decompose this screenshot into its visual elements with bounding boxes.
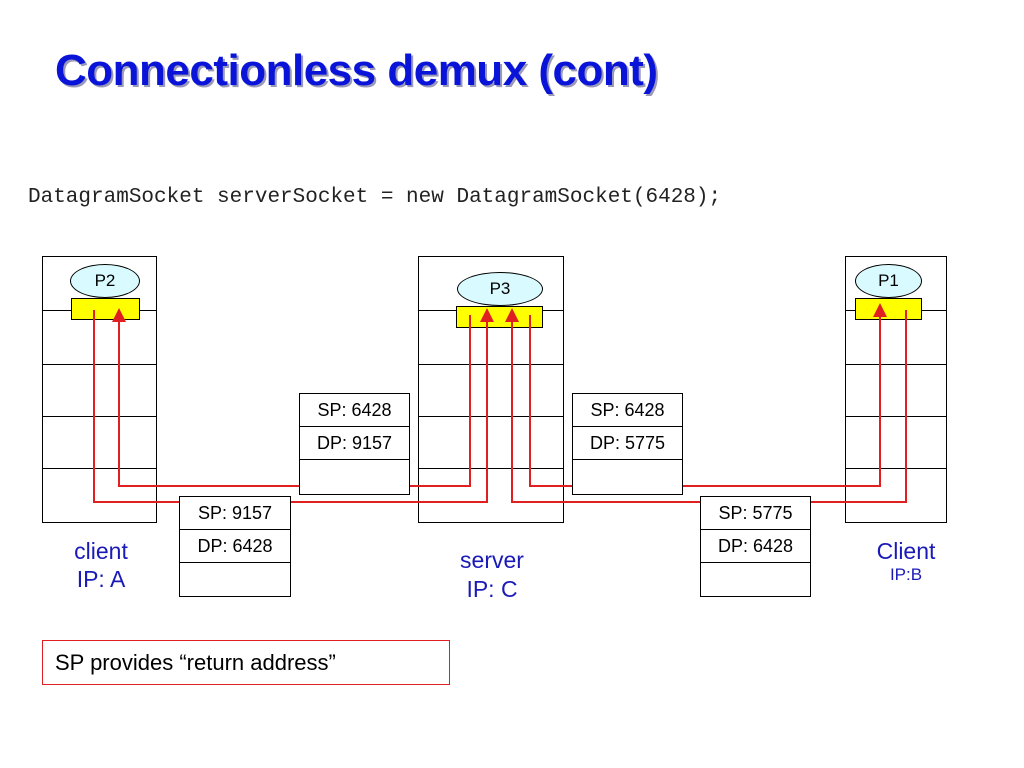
segment-payload <box>300 460 409 493</box>
stack-layer-divider <box>419 468 563 469</box>
stack-layer-divider <box>846 364 946 365</box>
segment-server-to-client-b: SP: 6428 DP: 5775 <box>572 393 683 495</box>
stack-layer-divider <box>419 416 563 417</box>
segment-source-port: SP: 6428 <box>300 394 409 427</box>
segment-payload <box>573 460 682 493</box>
socket-p2 <box>71 298 140 320</box>
code-line: DatagramSocket serverSocket = new Datagr… <box>28 186 722 209</box>
segment-dest-port: DP: 6428 <box>701 530 810 563</box>
server-label: server IP: C <box>432 546 552 604</box>
process-p3: P3 <box>457 272 543 306</box>
return-address-note: SP provides “return address” <box>42 640 450 685</box>
segment-dest-port: DP: 5775 <box>573 427 682 460</box>
slide-title: Connectionless demux (cont) <box>55 46 658 95</box>
client-a-ip: IP: A <box>76 566 126 592</box>
segment-server-to-client-a: SP: 6428 DP: 9157 <box>299 393 410 495</box>
server-ip: IP: C <box>466 576 518 602</box>
segment-source-port: SP: 6428 <box>573 394 682 427</box>
client-a-label: client IP: A <box>50 537 152 593</box>
segment-source-port: SP: 5775 <box>701 497 810 530</box>
stack-layer-divider <box>43 416 156 417</box>
stack-layer-divider <box>846 416 946 417</box>
client-b-name: Client <box>876 538 936 564</box>
segment-payload <box>180 563 290 596</box>
stack-layer-divider <box>846 468 946 469</box>
segment-source-port: SP: 9157 <box>180 497 290 530</box>
segment-client-a-to-server: SP: 9157 DP: 6428 <box>179 496 291 597</box>
process-p1: P1 <box>855 264 922 298</box>
socket-p1 <box>855 298 922 320</box>
process-p2: P2 <box>70 264 140 298</box>
socket-p3 <box>456 306 543 328</box>
stack-layer-divider <box>43 468 156 469</box>
segment-payload <box>701 563 810 596</box>
stack-layer-divider <box>43 364 156 365</box>
segment-client-b-to-server: SP: 5775 DP: 6428 <box>700 496 811 597</box>
client-a-name: client <box>74 538 128 564</box>
segment-dest-port: DP: 6428 <box>180 530 290 563</box>
stack-layer-divider <box>419 364 563 365</box>
client-b-ip: IP:B <box>889 565 923 584</box>
client-b-label: Client IP:B <box>856 537 956 585</box>
server-name: server <box>460 547 524 573</box>
segment-dest-port: DP: 9157 <box>300 427 409 460</box>
